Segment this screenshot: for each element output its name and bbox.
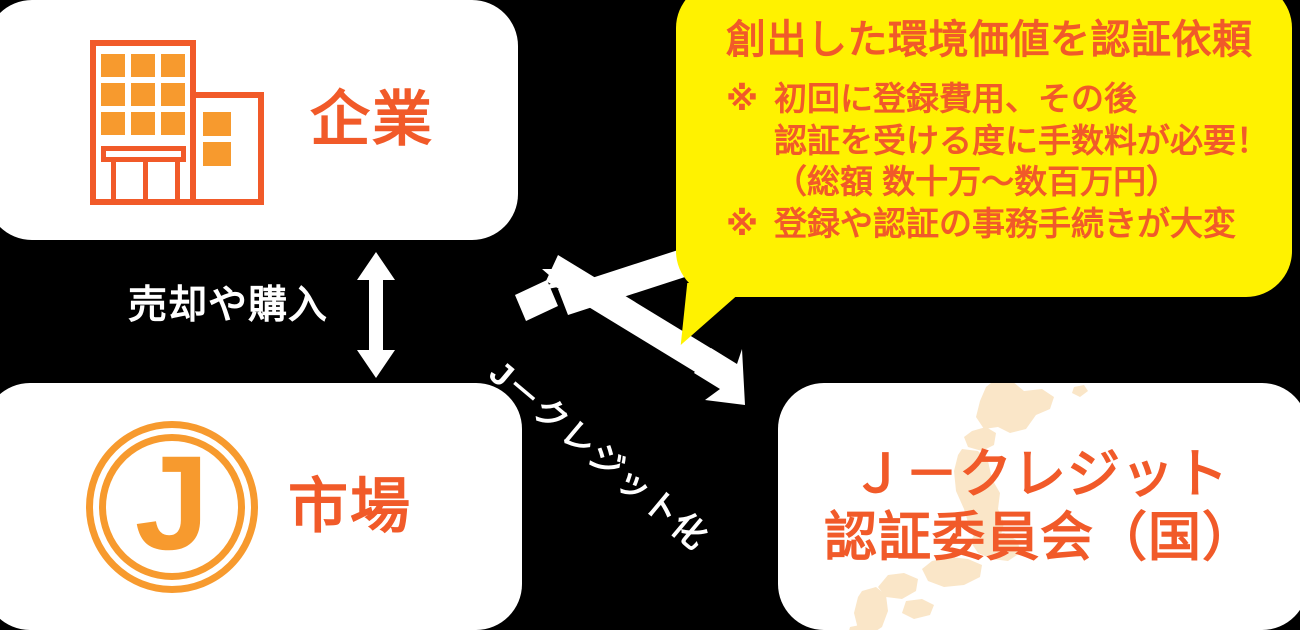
callout-note: ※ 登録や認証の事務手続きが大変 bbox=[726, 203, 1292, 245]
committee-label-line2: 認証委員会（国） bbox=[824, 507, 1256, 567]
building-pillar bbox=[143, 162, 148, 205]
note-text: （総額 数十万〜数百万円） bbox=[774, 163, 1180, 201]
logo-outer-ring bbox=[86, 420, 258, 593]
committee-label: Ｊ－クレジット 認証委員会（国） bbox=[778, 444, 1300, 569]
double-headed-vertical-arrow bbox=[357, 252, 395, 378]
callout-title: 創出した環境価値を認証依頼 bbox=[726, 18, 1253, 62]
building-right-window bbox=[203, 142, 231, 166]
building-window bbox=[101, 83, 125, 106]
office-building-icon bbox=[90, 34, 272, 206]
j-circle-logo-icon: J bbox=[86, 420, 258, 593]
note-text: 認証を受ける度に手数料が必要！ bbox=[774, 121, 1269, 159]
callout-tail bbox=[680, 283, 752, 345]
node-market-card: J 市場 bbox=[0, 383, 522, 630]
company-label: 企業 bbox=[310, 86, 434, 153]
building-right-window bbox=[203, 112, 231, 136]
building-window-grid bbox=[101, 54, 185, 135]
node-committee-card: Ｊ－クレジット 認証委員会（国） bbox=[778, 383, 1300, 630]
committee-label-line1: Ｊ－クレジット bbox=[851, 444, 1229, 504]
note-mark-icon: ※ bbox=[726, 204, 759, 242]
company-card-inner: 企業 bbox=[0, 34, 518, 206]
market-card-inner: J 市場 bbox=[0, 420, 522, 593]
note-mark-icon: ※ bbox=[726, 80, 759, 117]
building-window bbox=[101, 112, 125, 135]
building-pillar bbox=[111, 162, 116, 205]
building-window bbox=[101, 54, 125, 77]
building-window bbox=[131, 83, 155, 106]
note-text: 登録や認証の事務手続きが大変 bbox=[774, 204, 1236, 242]
building-pillar bbox=[175, 162, 180, 205]
building-window bbox=[161, 54, 185, 77]
logo-letter-j: J bbox=[134, 428, 210, 578]
building-window bbox=[131, 112, 155, 135]
arrow-down-right bbox=[546, 255, 745, 405]
building-entrance-canopy bbox=[101, 146, 186, 162]
building-window bbox=[131, 54, 155, 77]
callout-body: 創出した環境価値を認証依頼 ※ 初回に登録費用、その後 ※ 認証を受ける度に手数… bbox=[676, 0, 1292, 244]
callout-note: ※ （総額 数十万〜数百万円） bbox=[726, 161, 1292, 203]
logo-inner-ring bbox=[99, 433, 245, 580]
building-window bbox=[161, 83, 185, 106]
callout-bubble: 創出した環境価値を認証依頼 ※ 初回に登録費用、その後 ※ 認証を受ける度に手数… bbox=[676, 0, 1292, 345]
building-window bbox=[161, 112, 185, 135]
node-company-card: 企業 bbox=[0, 0, 518, 240]
edge-label-sell-or-buy: 売却や購入 bbox=[128, 284, 329, 327]
callout-note: ※ 初回に登録費用、その後 bbox=[726, 78, 1292, 120]
note-text: 初回に登録費用、その後 bbox=[774, 80, 1137, 117]
callout-note: ※ 認証を受ける度に手数料が必要！ bbox=[726, 120, 1292, 162]
market-label: 市場 bbox=[288, 472, 412, 540]
